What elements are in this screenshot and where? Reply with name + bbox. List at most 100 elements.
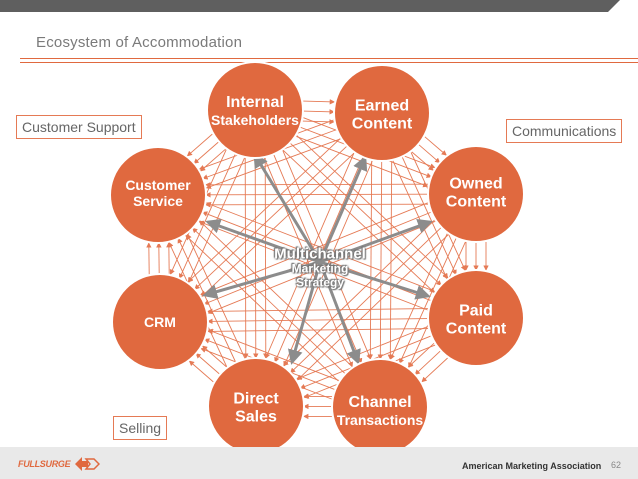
center-arrow	[318, 155, 368, 263]
center-line3: Strategy	[295, 275, 345, 290]
center-arrow	[318, 261, 361, 365]
connector-line	[188, 360, 214, 383]
connector-line	[253, 157, 259, 359]
node-direct-sales: Direct Sales	[233, 391, 278, 428]
center-line1: Multichannel	[274, 245, 366, 263]
node-paid-content: Paid Content	[446, 303, 506, 340]
connector-line	[296, 326, 428, 380]
node-circle-service	[109, 146, 207, 244]
node-service-line1: Customer	[125, 176, 191, 193]
node-internal-line1: Internal	[226, 93, 284, 111]
node-internal-stakeholders: Internal Stakeholders	[211, 94, 299, 128]
connector-line	[289, 226, 442, 374]
node-channel-transactions: Channel Transactions	[337, 394, 423, 428]
connector-line	[421, 357, 448, 383]
slide-title: Ecosystem of Accommodation	[36, 34, 243, 51]
connector-line	[187, 138, 341, 283]
connector-line	[207, 308, 428, 315]
connector-line	[282, 149, 435, 294]
connector-line	[195, 353, 221, 375]
connector-line	[207, 318, 429, 325]
top-bar	[0, 0, 638, 12]
node-circles	[109, 61, 525, 456]
node-channel-line2: Transactions	[336, 412, 424, 429]
node-owned-line2: Content	[445, 194, 507, 211]
connector-line	[194, 145, 348, 290]
node-circle-internal	[206, 61, 304, 159]
node-circle-paid	[427, 269, 525, 367]
center-label: Multichannel Marketing Strategy	[274, 246, 366, 291]
title-rule-top	[20, 58, 638, 59]
center-line2: Marketing	[291, 261, 349, 276]
label-customer-support: Customer Support	[16, 115, 142, 139]
center-arrow	[202, 260, 321, 299]
node-circle-crm	[111, 273, 209, 371]
node-earned-line2: Content	[351, 116, 413, 133]
center-arrow	[319, 260, 431, 300]
connector-line	[289, 142, 442, 286]
node-channel-line1: Channel	[348, 393, 412, 411]
connector-line	[205, 138, 341, 189]
connector-line	[185, 234, 339, 382]
page-number: 62	[611, 460, 622, 470]
connector-line	[296, 234, 449, 381]
connector-line	[192, 227, 346, 375]
connector-line	[399, 237, 457, 365]
center-arrow	[253, 152, 322, 263]
center-arrows	[202, 152, 433, 365]
connector-line	[201, 152, 355, 298]
connector-line	[414, 350, 442, 376]
connector-line	[296, 135, 449, 279]
footer-organization: American Marketing Association	[462, 461, 602, 471]
node-internal-line2: Stakeholders	[211, 112, 299, 129]
connector-line	[198, 220, 353, 367]
connector-line	[243, 157, 249, 359]
connector-line	[186, 133, 213, 157]
node-owned-line1: Owned	[449, 175, 503, 193]
center-arrow	[319, 219, 433, 264]
connector-line	[207, 329, 339, 381]
connector-line	[265, 152, 355, 359]
node-direct-line1: Direct	[233, 390, 279, 408]
node-earned-content: Earned Content	[352, 98, 412, 135]
footer-logo: FULLSURGE	[18, 456, 101, 472]
footer-bar	[0, 447, 638, 479]
connector-line	[418, 143, 441, 164]
connector-line	[205, 192, 429, 198]
connector-line	[205, 202, 435, 292]
logo-text: FULLSURGE	[18, 459, 71, 469]
connector-line	[205, 202, 429, 208]
center-arrow	[205, 218, 321, 264]
node-crm-line1: CRM	[144, 313, 176, 330]
connector-line	[199, 202, 428, 296]
label-communications: Communications	[506, 119, 623, 143]
node-service-line2: Service	[133, 193, 183, 209]
node-direct-line2: Sales	[235, 409, 277, 426]
node-customer-service: Customer Service	[125, 177, 190, 209]
node-crm: CRM	[144, 314, 176, 330]
center-arrow	[288, 261, 322, 365]
connector-line	[367, 160, 374, 360]
connector-line	[177, 237, 237, 363]
node-circle-owned	[427, 145, 525, 243]
connector-line	[401, 156, 457, 276]
connector-line	[303, 99, 336, 105]
fullsurge-logo-icon	[75, 457, 101, 471]
connector-line	[411, 151, 434, 171]
node-owned-content: Owned Content	[446, 176, 506, 213]
connector-line	[207, 328, 429, 335]
connector-line	[205, 182, 429, 188]
node-earned-line1: Earned	[354, 97, 410, 115]
connector-line	[198, 220, 428, 311]
connector-line	[193, 141, 220, 164]
node-circle-earned	[333, 64, 431, 162]
connector-line	[424, 136, 447, 156]
node-paid-line2: Content	[445, 321, 507, 338]
connector-line	[202, 345, 227, 368]
label-selling: Selling	[113, 416, 168, 440]
node-paid-line1: Paid	[459, 302, 493, 320]
connector-line	[282, 219, 435, 367]
title-rule-bottom	[20, 62, 638, 63]
connector-line	[302, 109, 335, 115]
